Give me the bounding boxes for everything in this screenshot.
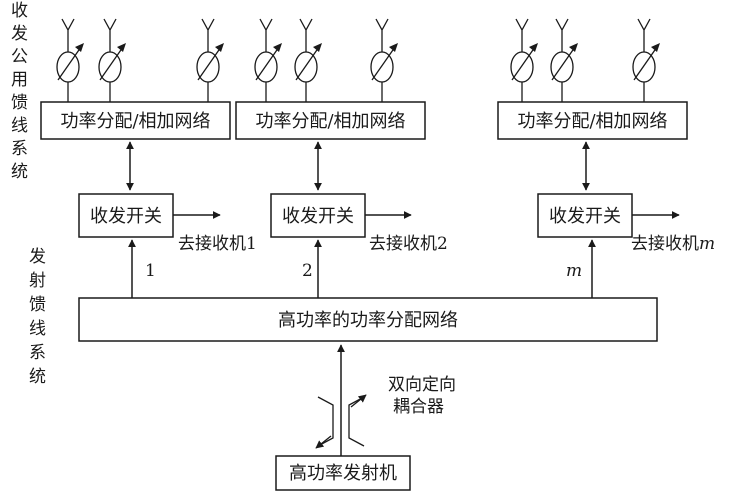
antenna-array	[56, 18, 660, 102]
power-division-label: 功率分配/相加网络	[255, 111, 405, 132]
antenna-icon	[375, 18, 389, 52]
tr-switch-label: 收发开关	[282, 206, 354, 227]
phase-shifter-arrow	[295, 46, 320, 81]
to-receiver-m-label: 去接收机m	[631, 234, 715, 254]
tx-feed-char: 统	[29, 367, 46, 387]
tx-feed-system-label: 发 射 馈 线 系 统	[29, 247, 46, 387]
transmitter-label: 高功率发射机	[289, 463, 397, 484]
antenna-icon	[201, 18, 215, 52]
phase-shifter-arrowhead	[215, 43, 224, 52]
phase-shifter-arrow	[255, 46, 280, 81]
coupler-arrow	[315, 435, 332, 449]
phase-shifter-arrowhead	[389, 43, 398, 52]
tr-switch-1: 收发开关	[78, 193, 174, 238]
phase-shifter-arrowhead	[75, 43, 84, 52]
high-power-transmitter: 高功率发射机	[275, 455, 411, 491]
phase-shifter-arrow	[371, 46, 396, 81]
tr-switch-label: 收发开关	[549, 206, 621, 227]
antenna-icon	[515, 18, 529, 52]
port-m-label: m	[566, 261, 582, 281]
tx-feed-char: 射	[29, 271, 46, 291]
antenna-element	[370, 18, 398, 102]
power-division-network-m: 功率分配/相加网络	[497, 101, 688, 140]
coupler-right-line	[348, 396, 365, 447]
phase-shifter-arrowhead	[529, 43, 538, 52]
rx-feed-char: 发	[11, 24, 28, 44]
phase-shifter-arrow	[57, 46, 82, 81]
tx-feed-char: 发	[29, 247, 46, 267]
phase-shifter-arrowhead	[117, 43, 126, 52]
rx-feed-char: 馈	[11, 93, 28, 113]
tr-switch-2: 收发开关	[270, 193, 366, 238]
antenna-icon	[299, 18, 313, 52]
phase-shifter-arrow	[99, 46, 124, 81]
antenna-element	[98, 18, 126, 102]
rx-feed-char: 收	[11, 1, 28, 21]
tx-feed-char: 系	[29, 343, 46, 363]
phase-shifter-arrowhead	[651, 43, 660, 52]
power-division-network-1: 功率分配/相加网络	[40, 101, 231, 140]
power-division-label: 功率分配/相加网络	[517, 111, 667, 132]
antenna-element	[196, 18, 224, 102]
antenna-icon	[637, 18, 651, 52]
rx-feed-char: 公	[11, 47, 28, 67]
coupler-left-line	[317, 396, 334, 447]
to-receiver-1-label: 去接收机1	[178, 234, 257, 254]
antenna-icon	[555, 18, 569, 52]
high-power-network: 高功率的功率分配网络	[78, 297, 658, 342]
coupler-label-line2: 耦合器	[393, 397, 444, 417]
power-division-label: 功率分配/相加网络	[60, 111, 210, 132]
rx-feed-char: 线	[11, 116, 28, 136]
tr-switch-m: 收发开关	[537, 193, 633, 238]
tx-feed-char: 馈	[29, 295, 46, 315]
phase-shifter-arrow	[511, 46, 536, 81]
phase-shifter-arrowhead	[313, 43, 322, 52]
antenna-element	[254, 18, 282, 102]
coupler-label-line1: 双向定向	[388, 375, 456, 395]
directional-coupler	[315, 394, 367, 449]
phase-shifter-arrow	[633, 46, 658, 81]
tr-switch-label: 收发开关	[90, 206, 162, 227]
rx-feed-system-label: 收 发 公 用 馈 线 系 统	[11, 1, 28, 182]
antenna-element	[56, 18, 84, 102]
to-receiver-2-label: 去接收机2	[369, 234, 448, 254]
coupler-arrow	[350, 394, 367, 408]
phase-shifter-arrow	[197, 46, 222, 81]
antenna-element	[550, 18, 578, 102]
antenna-element	[632, 18, 660, 102]
port-2-label: 2	[302, 261, 313, 281]
phase-shifter-arrowhead	[569, 43, 578, 52]
phase-shifter-arrowhead	[273, 43, 282, 52]
rx-feed-char: 统	[11, 162, 28, 182]
antenna-icon	[61, 18, 75, 52]
rx-feed-char: 系	[11, 139, 28, 159]
power-division-network-2: 功率分配/相加网络	[235, 101, 426, 140]
antenna-element	[294, 18, 322, 102]
rx-feed-char: 用	[11, 70, 28, 90]
port-1-label: 1	[145, 261, 156, 281]
antenna-element	[510, 18, 538, 102]
tx-feed-char: 线	[29, 319, 46, 339]
antenna-icon	[103, 18, 117, 52]
phase-shifter-arrow	[551, 46, 576, 81]
antenna-icon	[259, 18, 273, 52]
high-power-network-label: 高功率的功率分配网络	[278, 310, 458, 331]
